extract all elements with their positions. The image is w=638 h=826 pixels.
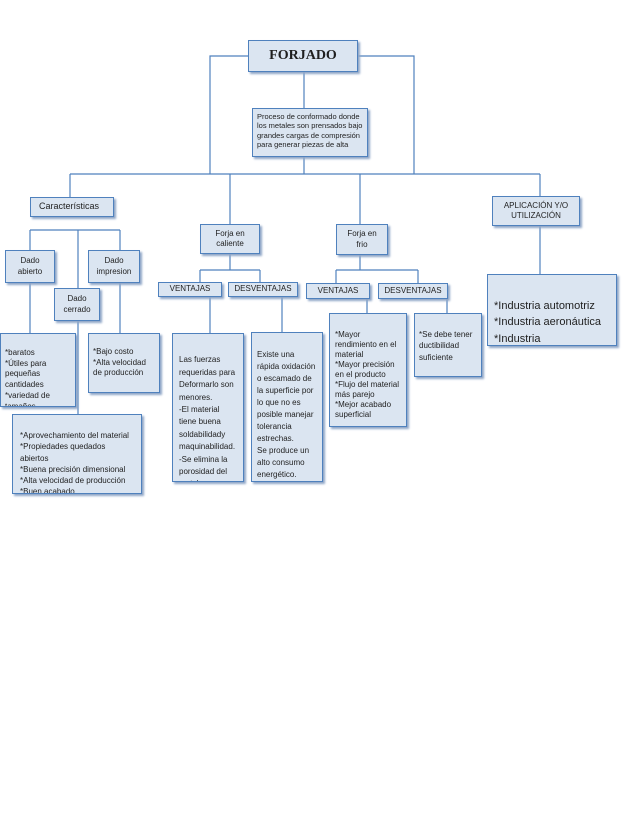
- title-box: FORJADO: [248, 40, 358, 72]
- ventajas-frio-detail-text: *Mayor rendimiento en el material *Mayor…: [335, 330, 400, 419]
- aplicacion-box: APLICACIÓN Y/O UTILIZACIÓN: [492, 196, 580, 226]
- definition-box: Proceso de conformado donde los metales …: [252, 108, 368, 157]
- dado-impresion-box: Dado impresion: [88, 250, 140, 283]
- forja-caliente-box: Forja en caliente: [200, 224, 260, 254]
- forja-caliente-label: Forja en caliente: [215, 228, 245, 248]
- ventajas-frio-label: VENTAJAS: [317, 285, 359, 295]
- ventajas-caliente-box: VENTAJAS: [158, 282, 222, 297]
- dado-cerrado-detail: *Aprovechamiento del material *Propiedad…: [12, 414, 142, 494]
- desventajas-frio-box: DESVENTAJAS: [378, 283, 448, 299]
- aplicacion-label: APLICACIÓN Y/O UTILIZACIÓN: [503, 200, 569, 220]
- forja-frio-box: Forja en frio: [336, 224, 388, 255]
- dado-abierto-box: Dado abierto: [5, 250, 55, 283]
- ventajas-caliente-detail-text: Las fuerzas requeridas para Deformarlo s…: [179, 355, 236, 481]
- desventajas-frio-detail: *Se debe tener ductibilidad suficiente *…: [414, 313, 482, 377]
- ventajas-caliente-detail: Las fuerzas requeridas para Deformarlo s…: [172, 333, 244, 482]
- ventajas-frio-box: VENTAJAS: [306, 283, 370, 299]
- desventajas-caliente-detail: Existe una rápida oxidación o escamado d…: [251, 332, 323, 482]
- dado-cerrado-detail-text: *Aprovechamiento del material *Propiedad…: [20, 431, 129, 494]
- dado-impresion-detail: *Bajo costo *Alta velocidad de producció…: [88, 333, 160, 393]
- connector-title-right: [358, 55, 415, 174]
- connector-title-left: [209, 55, 248, 174]
- aplicaciones-detail-text: *Industria automotriz *Industria aeronáu…: [494, 299, 602, 345]
- dado-abierto-detail: *baratos *Útiles para pequeñas cantidade…: [0, 333, 76, 407]
- dado-cerrado-label: Dado cerrado: [63, 294, 91, 314]
- definition-text: Proceso de conformado donde los metales …: [257, 112, 363, 150]
- dado-abierto-label: Dado abierto: [17, 256, 43, 276]
- aplicaciones-detail: *Industria automotriz *Industria aeronáu…: [487, 274, 617, 346]
- forja-frio-label: Forja en frio: [347, 229, 377, 249]
- caracteristicas-box: Características: [30, 197, 114, 217]
- dado-abierto-detail-text: *baratos *Útiles para pequeñas cantidade…: [5, 347, 50, 407]
- caracteristicas-label: Características: [39, 201, 100, 212]
- desventajas-caliente-box: DESVENTAJAS: [228, 282, 298, 297]
- ventajas-caliente-label: VENTAJAS: [169, 284, 211, 294]
- ventajas-frio-detail: *Mayor rendimiento en el material *Mayor…: [329, 313, 407, 427]
- dado-cerrado-box: Dado cerrado: [54, 288, 100, 321]
- desventajas-caliente-detail-text: Existe una rápida oxidación o escamado d…: [257, 350, 316, 479]
- desventajas-frio-label: DESVENTAJAS: [384, 285, 442, 295]
- dado-impresion-label: Dado impresion: [96, 256, 132, 276]
- desventajas-frio-detail-text: *Se debe tener ductibilidad suficiente *…: [419, 329, 473, 376]
- desventajas-caliente-label: DESVENTAJAS: [234, 284, 292, 294]
- dado-impresion-detail-text: *Bajo costo *Alta velocidad de producció…: [93, 347, 146, 378]
- title-text: FORJADO: [269, 47, 337, 63]
